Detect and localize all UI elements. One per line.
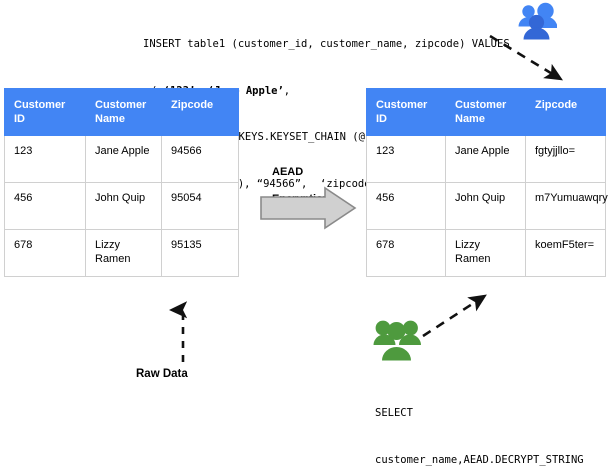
header-text: Name bbox=[455, 113, 485, 125]
cell-zipcode: 95054 bbox=[161, 182, 239, 230]
header-text: Zipcode bbox=[171, 99, 214, 111]
header-text: Customer bbox=[376, 99, 428, 111]
header-text: Customer bbox=[95, 99, 147, 111]
insert-line2-suffix: , bbox=[283, 84, 291, 97]
encryption-flow-arrow bbox=[260, 186, 357, 230]
column-header-zipcode: Zipcode bbox=[525, 88, 606, 136]
people-group-icon bbox=[373, 320, 421, 361]
table-row: 123 Jane Apple fgtyjjllo= bbox=[366, 135, 606, 183]
cell-zipcode: 94566 bbox=[161, 135, 239, 183]
table-row: 123 Jane Apple 94566 bbox=[4, 135, 239, 183]
cell-customer-id: 678 bbox=[4, 229, 86, 277]
select-query-code: SELECT customer_name,AEAD.DECRYPT_STRING… bbox=[375, 375, 584, 469]
table-row: 678 Lizzy Ramen koemF5ter= bbox=[366, 229, 606, 277]
header-text: Customer bbox=[455, 99, 507, 111]
cell-zipcode: 95135 bbox=[161, 229, 239, 277]
cell-customer-name: Lizzy Ramen bbox=[85, 229, 162, 277]
cell-customer-name: John Quip bbox=[445, 182, 526, 230]
select-query-line-2: customer_name,AEAD.DECRYPT_STRING bbox=[375, 453, 584, 466]
cell-customer-name: Jane Apple bbox=[85, 135, 162, 183]
cell-customer-name: John Quip bbox=[85, 182, 162, 230]
cell-zipcode: fgtyjjllo= bbox=[525, 135, 606, 183]
raw-data-label: Raw Data bbox=[136, 368, 188, 380]
cell-customer-id: 678 bbox=[366, 229, 446, 277]
select-query-line-1: SELECT bbox=[375, 407, 413, 419]
header-text: ID bbox=[376, 113, 387, 125]
cell-customer-id: 123 bbox=[4, 135, 86, 183]
cell-zipcode: m7Yumuawqry bbox=[525, 182, 608, 230]
header-text: Customer bbox=[14, 99, 66, 111]
column-header-zipcode: Zipcode bbox=[161, 88, 239, 136]
header-text: Zipcode bbox=[535, 99, 578, 111]
table-row: 678 Lizzy Ramen 95135 bbox=[4, 229, 239, 277]
table-row: 456 John Quip 95054 bbox=[4, 182, 239, 230]
cell-customer-id: 456 bbox=[4, 182, 86, 230]
insert-flow-arrow bbox=[489, 34, 563, 81]
raw-data-arrow bbox=[168, 301, 188, 362]
insert-query-line-1: INSERT table1 (customer_id, customer_nam… bbox=[143, 38, 510, 50]
select-flow-arrow bbox=[422, 294, 487, 338]
header-text: Name bbox=[95, 113, 125, 125]
cell-customer-id: 456 bbox=[366, 182, 446, 230]
cell-customer-id: 123 bbox=[366, 135, 446, 183]
people-group-icon bbox=[518, 2, 557, 40]
cell-customer-name: Jane Apple bbox=[445, 135, 526, 183]
cell-zipcode: koemF5ter= bbox=[525, 229, 606, 277]
cell-customer-name: Lizzy Ramen bbox=[445, 229, 526, 277]
table-row: 456 John Quip m7Yumuawqry bbox=[366, 182, 608, 230]
aead-label-line-1: AEAD bbox=[272, 165, 304, 178]
header-text: ID bbox=[14, 113, 25, 125]
